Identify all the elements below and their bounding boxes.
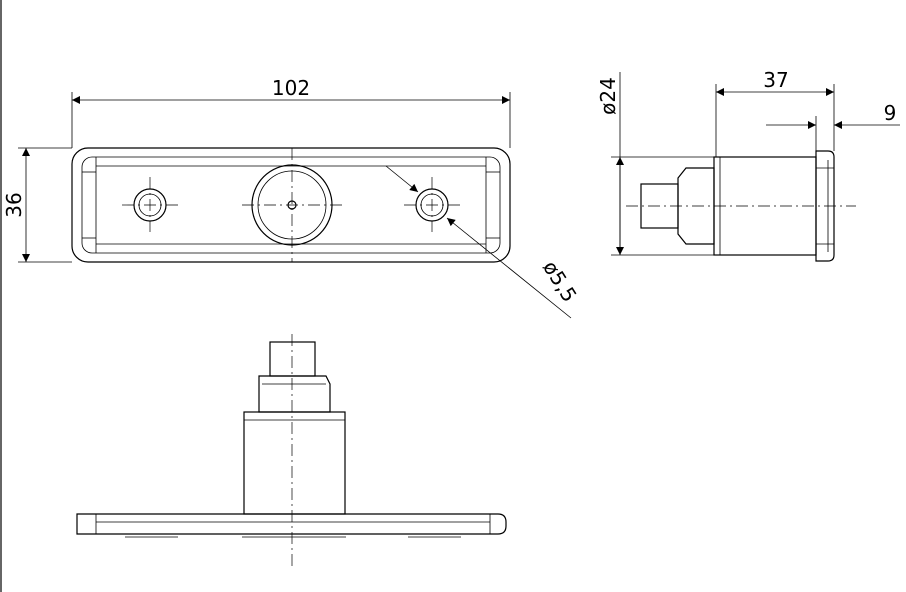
- top-plug-tip: [269, 341, 316, 377]
- body-diameter-label: ø24: [596, 77, 620, 115]
- dim-height-label: 36: [2, 192, 26, 217]
- hole-dim-leader-upper: [385, 165, 419, 193]
- dim-flange-label: 9: [884, 101, 897, 125]
- side-flange: [815, 150, 835, 262]
- dim-depth-label: 37: [763, 68, 788, 92]
- front-plate-outer: [71, 147, 511, 263]
- dim-length-label: 102: [272, 76, 310, 100]
- top-base-plate: [76, 513, 507, 535]
- hole-diameter-label: ø5,5: [538, 256, 582, 306]
- front-view: 102 36 ø5,5: [2, 76, 582, 319]
- hole-dim-leader-lower: [446, 217, 572, 319]
- top-body: [243, 411, 346, 515]
- top-view: [76, 334, 507, 566]
- side-view: ø24 37 9: [596, 68, 900, 262]
- front-plate-inner: [81, 156, 501, 254]
- top-plug-collar: [258, 375, 331, 413]
